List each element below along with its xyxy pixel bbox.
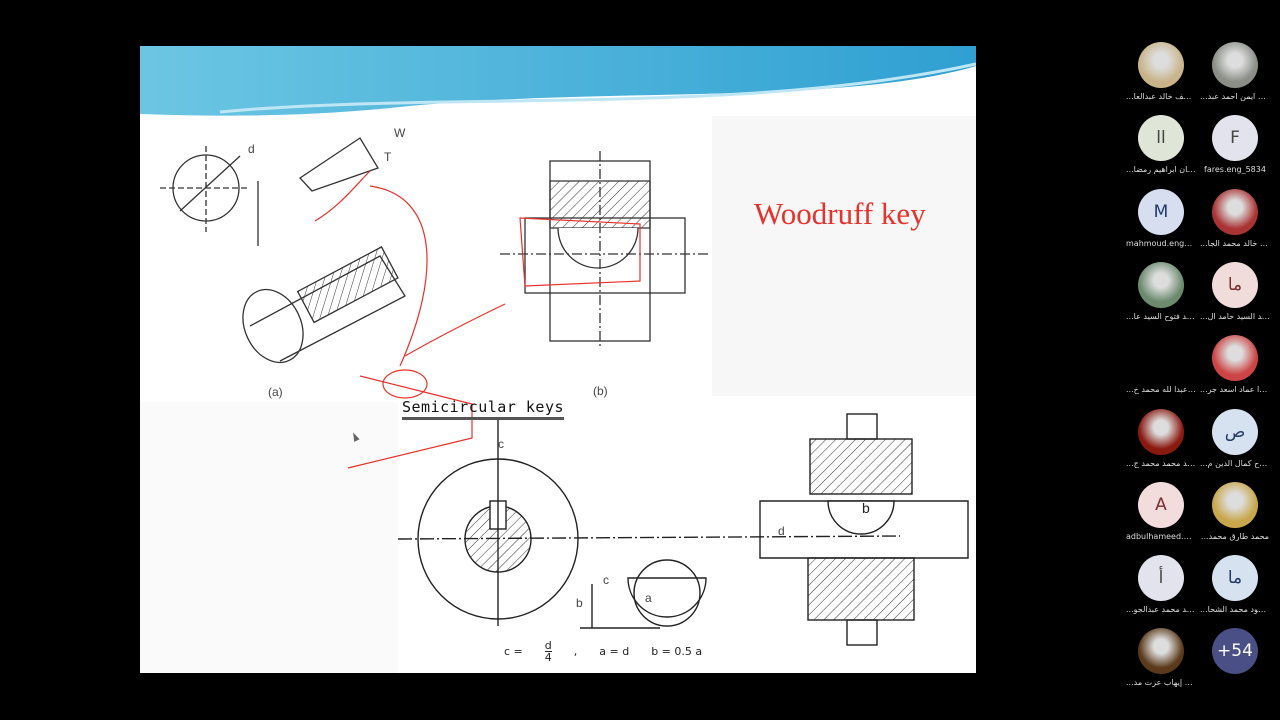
slide-title: Woodruff key	[754, 196, 926, 231]
dim-w-label: W	[394, 126, 406, 140]
avatar: M	[1138, 188, 1184, 235]
formula-num: d	[544, 639, 552, 652]
avatar: ما	[1212, 261, 1258, 308]
avatar: أ	[1138, 555, 1184, 602]
dim-d-shaft-label: d	[778, 524, 785, 538]
formula-b: b = 0.5 a	[651, 645, 703, 658]
avatar	[1212, 481, 1258, 528]
participant-name: ...محمود محمد الشحا	[1200, 605, 1270, 615]
semicircular-key-drawing	[397, 413, 969, 646]
participant-name: ...محمد طارق محمد	[1200, 531, 1270, 541]
avatar	[1138, 408, 1184, 455]
participant-tile[interactable]: ...احمد محمد محمد ج	[1124, 408, 1198, 468]
dim-b-label: b	[862, 500, 870, 516]
participant-name: ...كريم ايمن احمد عبد	[1200, 92, 1270, 101]
avatar: A	[1138, 481, 1184, 528]
header-wave	[140, 46, 976, 116]
avatar: اا	[1138, 115, 1184, 162]
participant-name: ...صلاح كمال الدين م	[1200, 458, 1270, 468]
fig-b-drawing	[500, 151, 710, 346]
avatar: ما	[1212, 555, 1258, 602]
dim-c-key-label: c	[603, 573, 609, 587]
more-participants-button[interactable]: +54	[1198, 628, 1272, 678]
slide-drawings	[140, 46, 976, 673]
participant-tile[interactable]: ...محمد طارق محمد	[1198, 481, 1272, 541]
dim-d-label: d	[248, 142, 255, 156]
participant-tile[interactable]: ...احمد فتوح السيد عا	[1124, 261, 1198, 321]
fig-a-drawing	[160, 137, 406, 364]
participant-name: ...زياد خالد محمد الجا	[1200, 238, 1270, 248]
participant-name: adbulhameed.en...	[1126, 531, 1196, 541]
avatar	[1138, 42, 1184, 88]
participant-tile[interactable]: اا ...ايمان ابراهيم رمضا	[1124, 115, 1198, 174]
participant-name: ...احمد محمد محمد ج	[1126, 458, 1196, 468]
fig-b-label: (b)	[593, 384, 608, 398]
red-pen-annotations	[314, 170, 641, 469]
avatar	[1212, 42, 1258, 88]
avatar	[1138, 261, 1184, 308]
participant-name: ...أحمد محمد عبدالجو	[1126, 605, 1196, 615]
fig-a-label: (a)	[268, 385, 283, 399]
participant-name: ...رغد عبدا لله محمد خ	[1126, 385, 1196, 395]
participant-name: ...ايمان ابراهيم رمضا	[1126, 165, 1196, 175]
participant-name: ...احمد فتوح السيد عا	[1126, 311, 1196, 321]
formula-c: c =	[504, 645, 523, 658]
section-title: Semicircular keys	[402, 398, 565, 420]
avatar	[1212, 188, 1258, 235]
participant-name: ...عزت إيهاب عزت مد	[1126, 678, 1196, 688]
dim-c-label: c	[498, 437, 504, 451]
participant-tile[interactable]: ما ...محمد السيد حامد ال	[1198, 261, 1272, 321]
formula-a: a = d	[599, 645, 630, 658]
avatar	[1138, 628, 1184, 675]
dim-t-label: T	[384, 150, 392, 164]
avatar	[1212, 335, 1258, 382]
shared-slide: Woodruff key (a) (b) d W T Semicircular …	[140, 46, 976, 673]
avatar: +54	[1212, 628, 1258, 675]
participant-name: ...يوسف خالد عبدالعا	[1126, 92, 1196, 101]
avatar: F	[1212, 115, 1258, 162]
participant-tile[interactable]: ص ...صلاح كمال الدين م	[1198, 408, 1272, 468]
formula-den: 4	[544, 651, 552, 664]
avatar	[1138, 335, 1184, 382]
participant-tile[interactable]: ...زياد خالد محمد الجا	[1198, 188, 1272, 248]
participant-name: ...محمد السيد حامد ال	[1200, 311, 1270, 321]
participant-name: mahmoud.eng_5...	[1126, 238, 1196, 248]
participant-tile[interactable]: ...عزت إيهاب عزت مد	[1124, 628, 1198, 687]
participant-tile[interactable]: ...يوسف خالد عبدالعا	[1124, 42, 1198, 101]
participant-tile[interactable]: ...تاليدا عماد اسعد جر	[1198, 335, 1272, 394]
formula-sep: ,	[573, 645, 578, 658]
avatar: ص	[1212, 408, 1258, 455]
dim-b-key-label: b	[576, 596, 583, 610]
dim-a-label: a	[645, 591, 652, 605]
participant-tile[interactable]: ما ...محمود محمد الشحا	[1198, 555, 1272, 614]
participant-tile[interactable]: ...رغد عبدا لله محمد خ	[1124, 335, 1198, 394]
participant-tile[interactable]: أ ...أحمد محمد عبدالجو	[1124, 555, 1198, 614]
participant-name: ...تاليدا عماد اسعد جر	[1200, 385, 1270, 395]
participant-name: fares.eng_5834	[1204, 165, 1266, 175]
participant-tile[interactable]: ...كريم ايمن احمد عبد	[1198, 42, 1272, 101]
